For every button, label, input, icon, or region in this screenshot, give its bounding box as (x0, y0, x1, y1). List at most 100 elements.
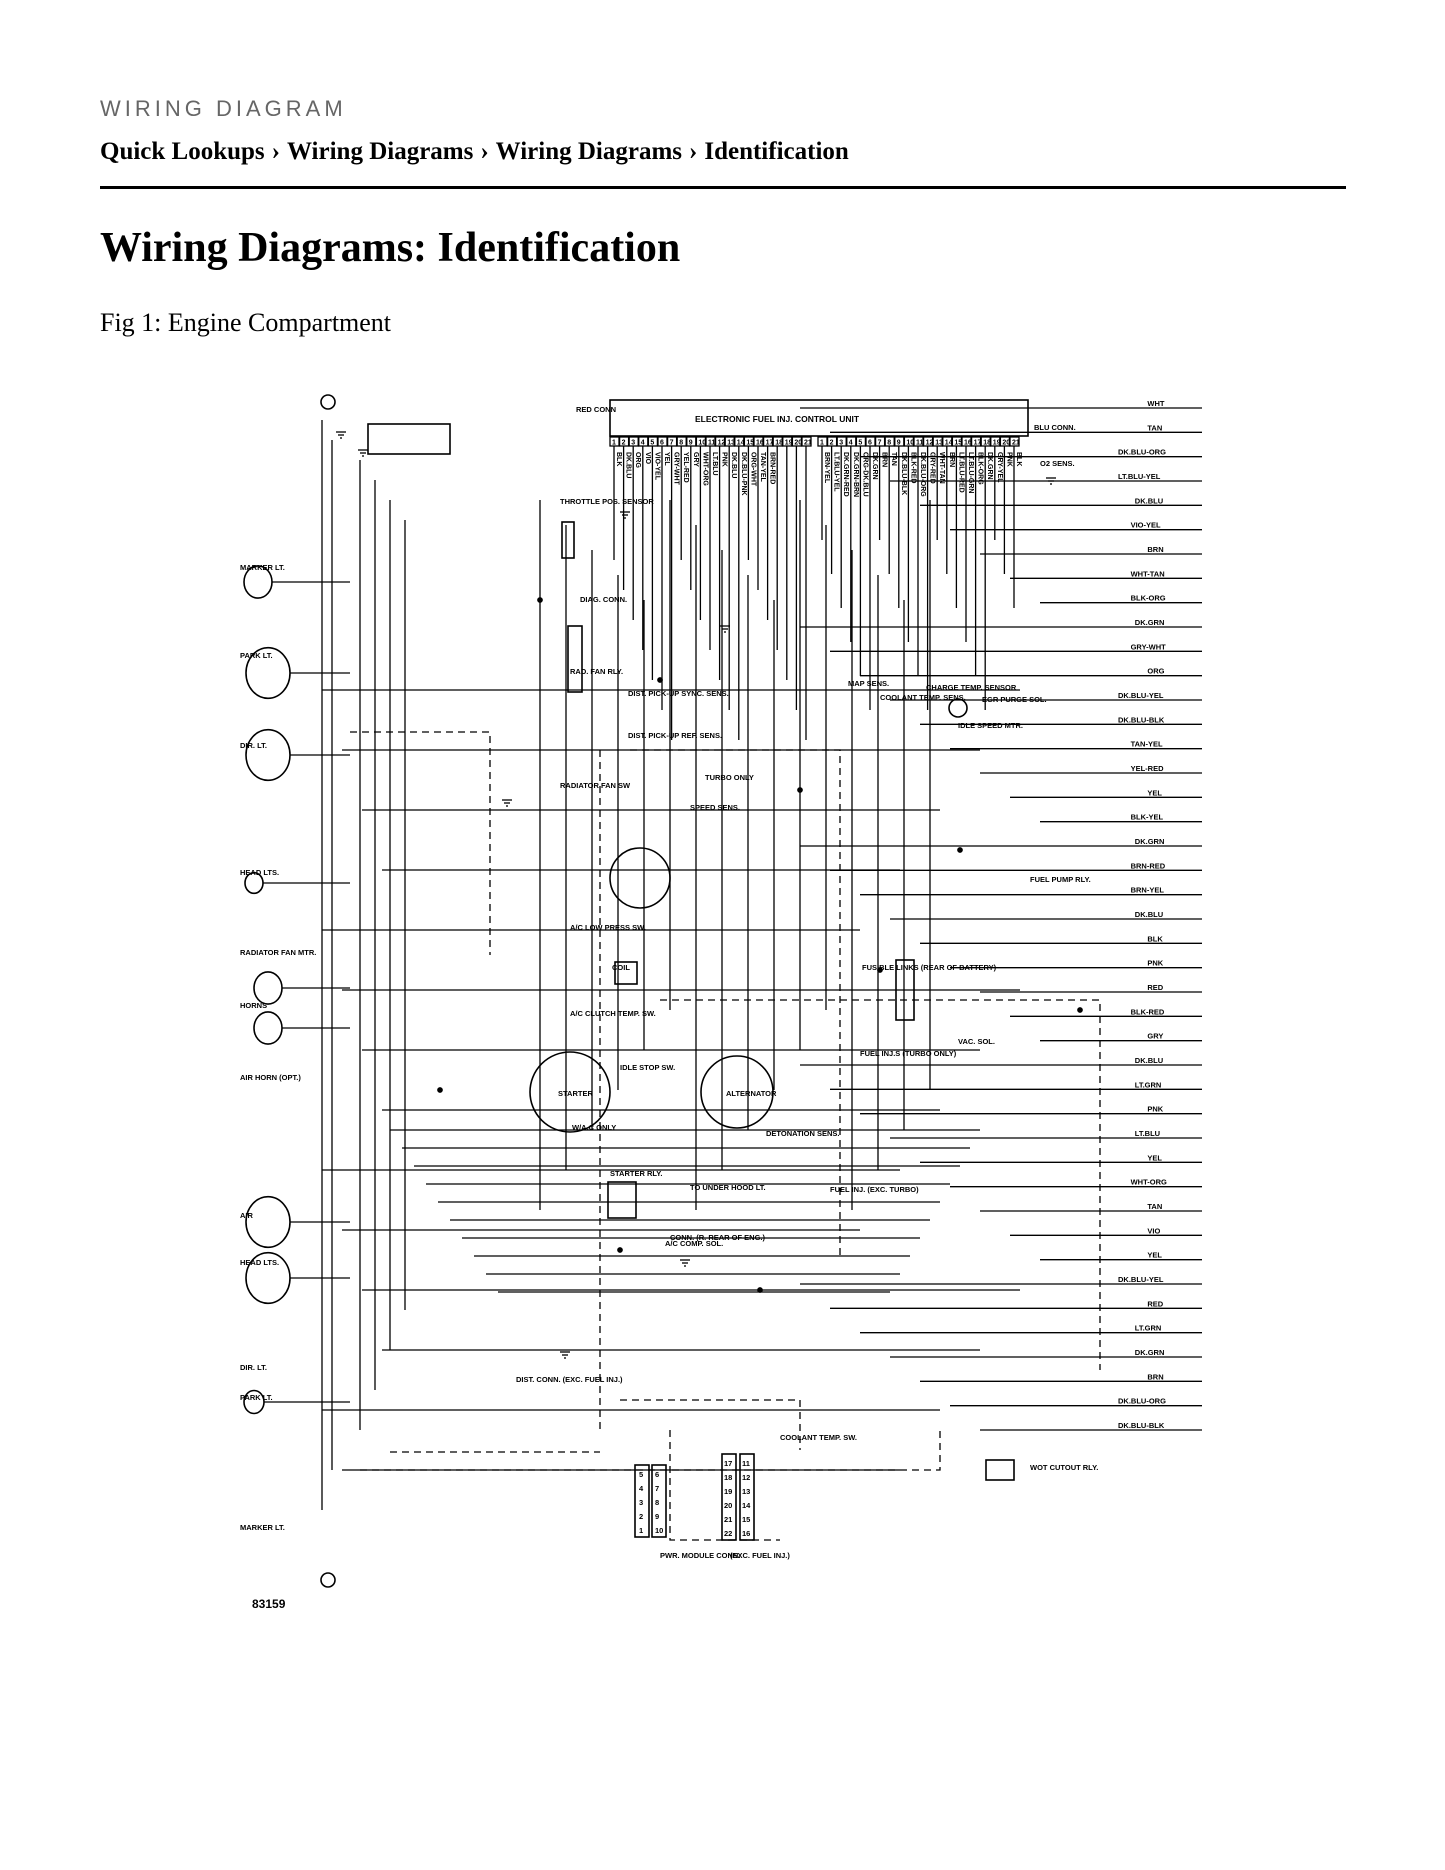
ecu-title: ELECTRONIC FUEL INJ. CONTROL UNIT (695, 414, 860, 424)
splice-dot (877, 967, 883, 973)
right-wire-label: BLK (1147, 934, 1163, 943)
ecu-pin-number-left: 4 (641, 440, 645, 447)
pwr-module-pin: 22 (724, 1529, 732, 1538)
right-wire-label: DK.BLU-BLK (1118, 715, 1165, 724)
right-wire-label: DK.BLU-ORG (1118, 1397, 1166, 1406)
left-component-label: PARK LT. (240, 1393, 273, 1402)
component-label: ALTERNATOR (726, 1089, 777, 1098)
left-component-label: RADIATOR FAN MTR. (240, 948, 316, 957)
component-label: TO UNDER HOOD LT. (690, 1183, 766, 1192)
splice-dot (797, 787, 803, 793)
pwr-module-pin: 17 (724, 1459, 732, 1468)
ecu-wire-label-left: ORG-WHT (749, 452, 756, 487)
ecu-wire-label-right: PNK (1005, 452, 1012, 467)
pwr-module-pin: 3 (639, 1498, 643, 1507)
pwr-module-pin: 13 (742, 1487, 750, 1496)
right-wire-label: WHT-ORG (1131, 1178, 1167, 1187)
left-component-label: AIR (240, 1211, 254, 1220)
breadcrumb-item-wiring-diagrams[interactable]: Wiring Diagrams (287, 138, 474, 165)
component-label: (EXC. FUEL INJ.) (730, 1551, 790, 1560)
ecu-pin-number-left: 5 (650, 440, 654, 447)
breadcrumb-item-identification[interactable]: Identification (704, 138, 849, 165)
ecu-wire-label-right: LT.BLU-YEL (833, 452, 840, 492)
ecu-wire-label-right: BRN (881, 452, 888, 467)
ecu-pin-number-right: 2 (830, 440, 834, 447)
battery-icon (367, 423, 451, 455)
left-component-label: HORNS (240, 1001, 267, 1010)
ecu-wire-label-left: VIO-YEL (653, 452, 660, 481)
right-wire-label: VIO (1147, 1226, 1160, 1235)
pwr-module-pin: 12 (742, 1473, 750, 1482)
right-wire-label: BRN (1147, 1372, 1163, 1381)
ecu-wire-label-left: LT.BLU (711, 452, 718, 476)
right-wire-label: LT.BLU-YEL (1118, 472, 1161, 481)
ecu-pin-number-right: 20 (1002, 440, 1010, 447)
right-wire-label: DK.BLU-YEL (1118, 691, 1164, 700)
right-wire-label: PNK (1147, 959, 1163, 968)
ecu-pin-number-right: 11 (916, 440, 924, 447)
fusible-links-box (895, 959, 915, 1021)
right-wire-label: GRY-WHT (1131, 642, 1167, 651)
right-wire-label: RED (1147, 983, 1163, 992)
component-label: STARTER (558, 1089, 593, 1098)
ecu-pin-number-left: 20 (794, 440, 802, 447)
right-wire-label: BRN-RED (1131, 861, 1166, 870)
marker-light-icon (320, 394, 336, 410)
lamp-icon (253, 971, 283, 1005)
breadcrumb-item-wiring-diagrams-sub[interactable]: Wiring Diagrams (495, 138, 683, 165)
starter-relay-box (607, 1181, 637, 1219)
ecu-pin-number-left: 2 (622, 440, 626, 447)
right-wire-label: BLK-RED (1131, 1007, 1165, 1016)
ecu-wire-label-left: BLK (615, 452, 622, 466)
ecu-pin-number-left: 12 (718, 440, 726, 447)
right-wire-label: YEL (1147, 1251, 1162, 1260)
component-label: SPEED SENS. (690, 803, 740, 812)
ecu-wire-label-left: WHT-ORG (701, 452, 708, 486)
coil-symbol (614, 961, 638, 985)
right-wire-label: DK.BLU-ORG (1118, 448, 1166, 457)
ecu-pin-number-left: 8 (679, 440, 683, 447)
pwr-module-pin: 18 (724, 1473, 732, 1482)
right-wire-label: BRN (1147, 545, 1163, 554)
component-label: THROTTLE POS. SENSOR (560, 497, 654, 506)
component-label: COOLANT TEMP. SW. (780, 1433, 857, 1442)
lamp-layer (243, 394, 336, 1588)
left-component-label: PARK LT. (240, 651, 273, 660)
ecu-wire-label-left: TAN-YEL (759, 452, 766, 483)
component-label: CONN. (R. REAR OF ENG.) (670, 1233, 766, 1242)
ecu-pin-number-left: 19 (785, 440, 793, 447)
right-wire-label: DK.BLU (1135, 1056, 1163, 1065)
ecu-wire-label-right: WHT-TAN (938, 452, 945, 484)
ecu-wire-label-left: GRY-WHT (673, 452, 680, 486)
ecu-wire-label-right: DK.BLU-BLK (900, 452, 907, 495)
component-label: WOT CUTOUT RLY. (1030, 1463, 1098, 1472)
right-wire-label: GRY (1147, 1032, 1163, 1041)
component-label: STARTER RLY. (610, 1169, 663, 1178)
right-wire-label: PNK (1147, 1105, 1163, 1114)
right-wire-label: DK.BLU-BLK (1118, 1421, 1165, 1430)
right-wire-label: BRN-YEL (1131, 886, 1165, 895)
breadcrumb-separator: › (271, 138, 280, 165)
breadcrumb: Quick Lookups›Wiring Diagrams›Wiring Dia… (100, 138, 849, 166)
right-wire-label: WHT (1147, 399, 1164, 408)
lamp-icon (245, 728, 291, 782)
pwr-module-pin: 6 (655, 1470, 659, 1479)
left-component-label: DIR. LT. (240, 1363, 267, 1372)
component-label: COIL (612, 963, 630, 972)
ecu-pin-number-left: 9 (689, 440, 693, 447)
component-label: COOLANT TEMP. SENS. (880, 693, 966, 702)
ecu-wire-label-left: DK.BLU (625, 452, 632, 478)
component-label: FUEL PUMP RLY. (1030, 875, 1091, 884)
ecu-wire-label-right: GRY-RED (929, 452, 936, 484)
pwr-module-pin: 2 (639, 1512, 643, 1521)
component-label: A/C CLUTCH TEMP. SW. (570, 1009, 656, 1018)
left-component-label: AIR HORN (OPT.) (240, 1073, 301, 1082)
distributor-symbol (609, 847, 671, 909)
right-wire-label: YEL-RED (1131, 764, 1165, 773)
ecu-wire-label-left: ORG (634, 452, 641, 469)
ecu-pin-number-left: 16 (756, 440, 764, 447)
alternator-symbol (700, 1055, 774, 1129)
header-divider (100, 186, 1346, 189)
ecu-wire-label-left: DK.BLU-PNK (740, 452, 747, 496)
breadcrumb-item-quick-lookups[interactable]: Quick Lookups (100, 138, 265, 165)
